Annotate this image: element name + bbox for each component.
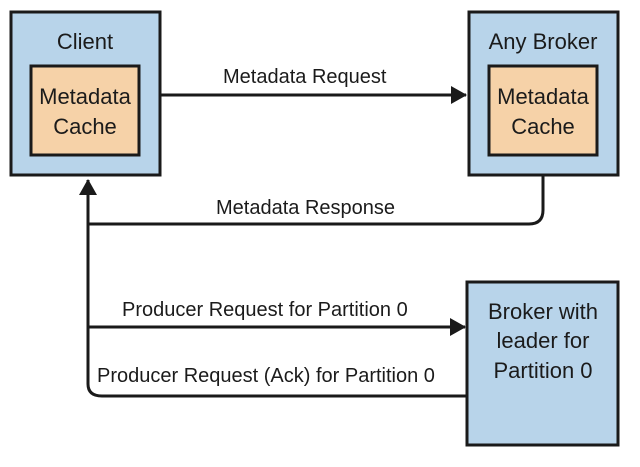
metadata-response-label: Metadata Response xyxy=(216,197,395,219)
producer-ack-label: Producer Request (Ack) for Partition 0 xyxy=(97,365,435,387)
broker-cache-line1: Metadata xyxy=(497,84,589,109)
leader-broker-box xyxy=(465,280,620,447)
any-broker-title: Any Broker xyxy=(489,29,598,54)
any-broker-node: Any Broker Metadata Cache xyxy=(467,10,620,177)
broker-metadata-cache-box xyxy=(487,64,599,157)
leader-broker-line3: Partition 0 xyxy=(493,358,592,383)
metadata-request-label: Metadata Request xyxy=(223,66,387,88)
leader-broker-line1: Broker with xyxy=(488,299,598,324)
broker-cache-line2: Cache xyxy=(511,114,575,139)
producer-request-label: Producer Request for Partition 0 xyxy=(122,299,408,321)
client-cache-line2: Cache xyxy=(53,114,117,139)
client-cache-line1: Metadata xyxy=(39,84,131,109)
leader-broker-node: Broker with leader for Partition 0 xyxy=(465,280,620,447)
leader-broker-line2: leader for xyxy=(497,328,590,353)
metadata-response-line xyxy=(88,175,545,226)
client-node: Client Metadata Cache xyxy=(9,10,162,177)
producer-ack-line xyxy=(86,383,467,398)
client-metadata-cache-box xyxy=(29,64,141,157)
client-title: Client xyxy=(57,29,113,54)
